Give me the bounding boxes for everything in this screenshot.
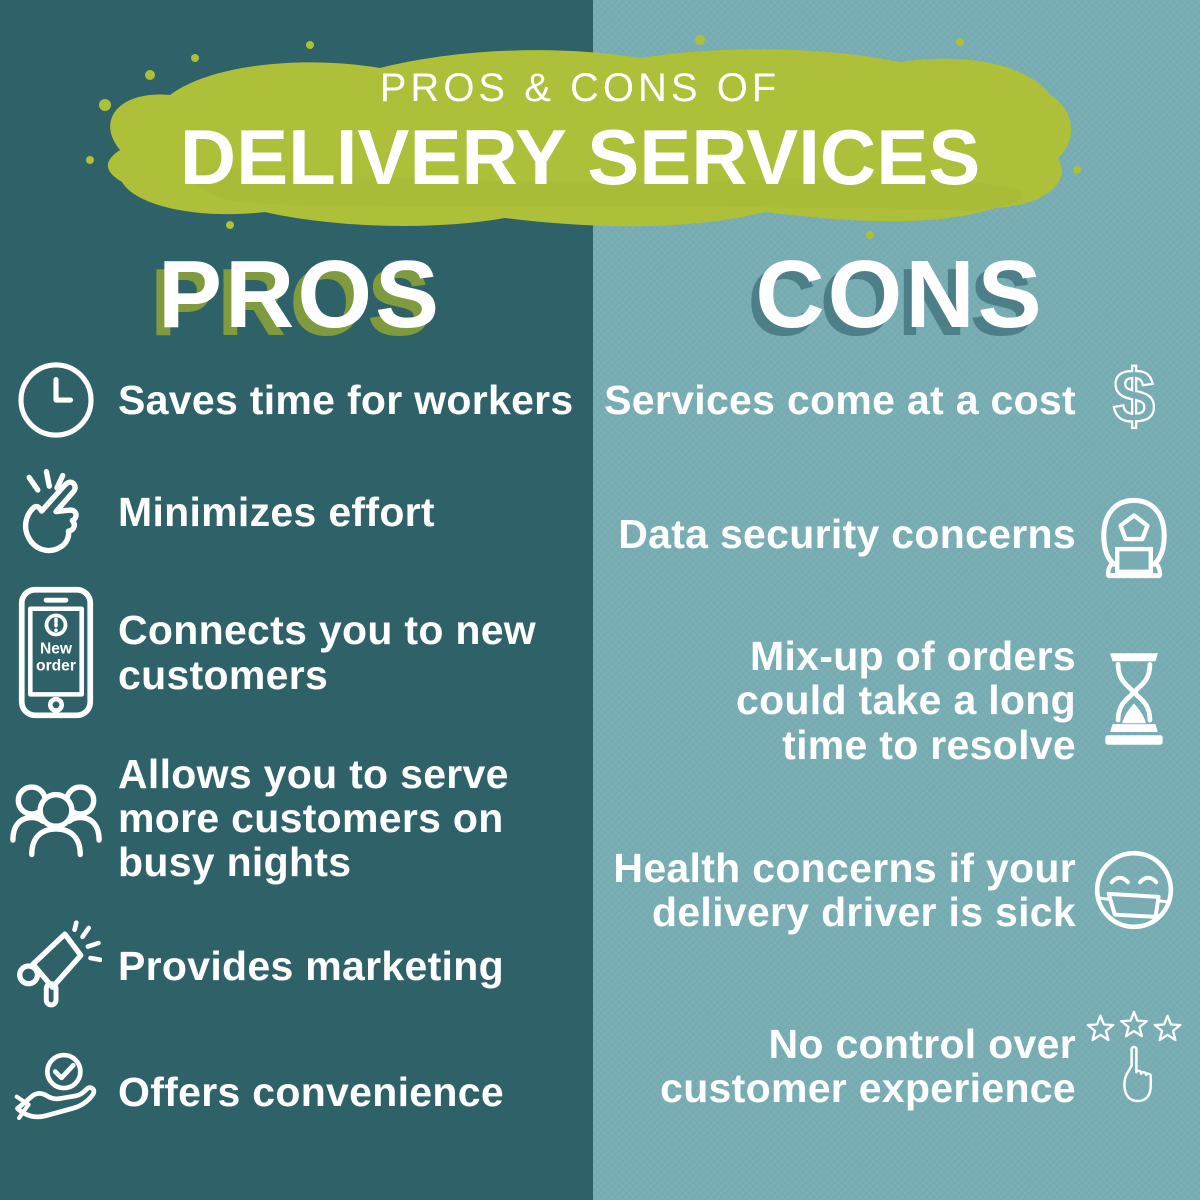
pros-item-text: Provides marketing	[118, 942, 504, 989]
cons-item-text: Health concerns if your delivery driver …	[613, 844, 1076, 935]
cons-item-mixup-orders: Mix-up of orders could take a long time …	[593, 628, 1200, 773]
cons-item-text: Mix-up of orders could take a long time …	[736, 633, 1076, 768]
pros-item-minimizes-effort: Minimizes effort	[0, 462, 593, 562]
pros-item-text: Allows you to serve more customers on bu…	[118, 750, 509, 886]
cons-heading: CONS	[755, 241, 1045, 348]
finger-snap-icon	[0, 466, 112, 558]
cons-item-text: No control over customer experience	[660, 1020, 1076, 1111]
phone-screen-text-line1: New	[40, 640, 73, 657]
cons-item-customer-experience: No control over customer experience	[593, 1002, 1200, 1130]
megaphone-icon	[0, 920, 112, 1012]
phone-new-order-icon: New order	[0, 584, 112, 721]
header-subtitle: PROS & CONS OF	[379, 66, 781, 110]
pros-item-text: Offers convenience	[118, 1068, 504, 1115]
hand-check-icon	[0, 1051, 112, 1133]
cons-item-data-security: Data security concerns	[593, 468, 1200, 600]
dollar-sign-icon: $	[1084, 357, 1184, 443]
pros-item-text: Connects you to new customers	[118, 607, 537, 698]
pros-item-text: Minimizes effort	[118, 488, 435, 535]
mask-face-icon	[1084, 847, 1184, 933]
hourglass-icon	[1084, 650, 1184, 752]
dollar-glyph: $	[1113, 357, 1155, 440]
pros-item-more-customers: Allows you to serve more customers on bu…	[0, 742, 593, 894]
rating-stars-hand-icon	[1084, 1009, 1184, 1124]
pros-item-marketing: Provides marketing	[0, 912, 593, 1020]
header-title: DELIVERY SERVICES	[179, 113, 981, 201]
pros-item-text: Saves time for workers	[118, 376, 574, 423]
cons-item-cost: Services come at a cost $	[593, 352, 1200, 448]
cons-item-health-concerns: Health concerns if your delivery driver …	[593, 838, 1200, 942]
customers-group-icon	[0, 779, 112, 858]
phone-screen-text-line2: order	[36, 658, 76, 675]
pros-item-new-customers: New order Connects you to new customers	[0, 580, 593, 725]
cons-item-text: Services come at a cost	[604, 376, 1076, 423]
cons-item-text: Data security concerns	[618, 510, 1076, 557]
pros-heading: PROS	[157, 241, 443, 348]
pros-item-convenience: Offers convenience	[0, 1042, 593, 1142]
clock-icon	[0, 359, 112, 441]
hacker-icon	[1084, 487, 1184, 581]
brush-stroke-graphic	[86, 35, 1081, 239]
pros-item-saves-time: Saves time for workers	[0, 352, 593, 448]
